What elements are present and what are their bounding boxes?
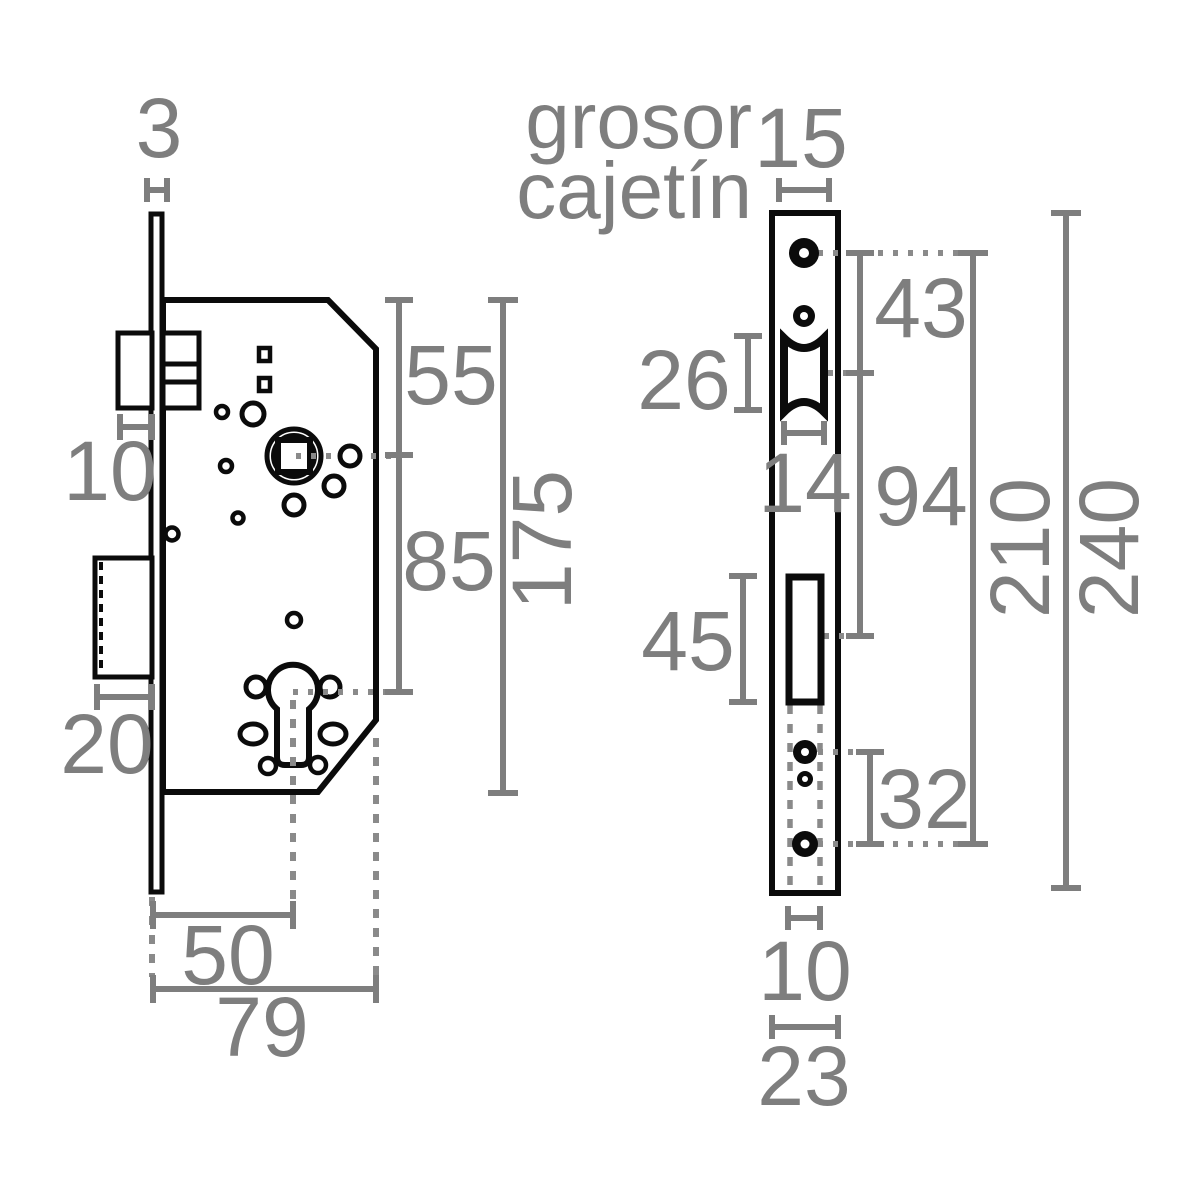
dim-label-3: 3 [136, 81, 183, 175]
dim-label-20: 20 [60, 697, 153, 791]
small-hole [217, 457, 235, 475]
side-view: 3 10 20 55 85 1 [60, 81, 589, 1074]
faceplate-edge [148, 211, 165, 895]
dim-label-10-right: 10 [758, 924, 851, 1018]
dim-label-26: 26 [637, 333, 730, 427]
screw-hole-center [801, 748, 809, 756]
euro-cylinder-hole [265, 661, 321, 768]
spindle-square-hole [275, 437, 313, 475]
dim-label-55: 55 [404, 328, 497, 422]
small-square-hole [256, 375, 273, 394]
pin-hole-center [802, 776, 808, 782]
dim-case-height: 175 [488, 297, 589, 796]
dim-total-depth: 79 [150, 975, 379, 1074]
small-hole [230, 510, 246, 526]
dim-label-79: 79 [215, 980, 308, 1074]
pin-hole-center [800, 312, 808, 320]
small-hole [307, 754, 329, 776]
small-square-hole [256, 345, 273, 364]
dim-deadbolt-projection: 20 [60, 684, 155, 791]
mounting-hole [281, 492, 307, 518]
dim-label-10: 10 [63, 424, 156, 518]
dim-label-240: 240 [1062, 478, 1156, 618]
dim-label-43: 43 [874, 261, 967, 355]
latch-opening [780, 328, 828, 422]
deadbolt-opening [785, 573, 825, 706]
dim-label-94: 94 [874, 449, 967, 543]
dim-label-14: 14 [758, 436, 851, 530]
dim-screw-span: 210 [958, 250, 1067, 847]
dim-faceplate-thickness: 3 [136, 81, 183, 202]
dim-plate-width: 23 [757, 1015, 851, 1123]
view-title-line2: cajetín [516, 146, 752, 235]
dim-label-175: 175 [495, 470, 589, 610]
cylinder-screw-hole [243, 674, 269, 700]
oval-hole [237, 721, 269, 747]
dim-latch-projection: 10 [63, 414, 157, 518]
dim-label-85: 85 [402, 514, 495, 608]
dim-latch-width: 14 [758, 421, 852, 530]
mounting-hole [239, 400, 267, 428]
mounting-hole [321, 473, 347, 499]
dim-plate-length: 240 [1051, 210, 1156, 891]
small-hole [284, 610, 304, 630]
screw-hole-center [800, 839, 810, 849]
dim-label-32: 32 [877, 752, 970, 846]
dim-bolt-height: 45 [641, 573, 757, 705]
mounting-hole [337, 443, 363, 469]
dim-55-85: 55 85 [385, 297, 498, 695]
view-title-line1: grosor [525, 76, 752, 165]
dim-screw-gap: 32 [856, 749, 971, 847]
small-hole [163, 525, 181, 543]
deadbolt-head [92, 555, 155, 680]
dim-label-210: 210 [973, 478, 1067, 618]
dim-label-23: 23 [757, 1029, 850, 1123]
oval-hole [317, 721, 349, 747]
screw-hole-center [799, 248, 809, 258]
latch-bolt-head [115, 330, 155, 411]
dim-top-width: 15 [754, 91, 848, 202]
small-hole [213, 403, 231, 421]
dim-latch-height: 26 [637, 333, 762, 427]
dim-slot-width: 10 [758, 906, 852, 1018]
small-hole [257, 755, 279, 777]
latch-bolt-body [160, 330, 202, 411]
front-view: grosor cajetín 1 [516, 76, 1156, 1123]
dim-43-94: 43 94 [846, 250, 968, 639]
dim-label-15: 15 [754, 91, 847, 185]
dim-label-45: 45 [641, 594, 734, 688]
